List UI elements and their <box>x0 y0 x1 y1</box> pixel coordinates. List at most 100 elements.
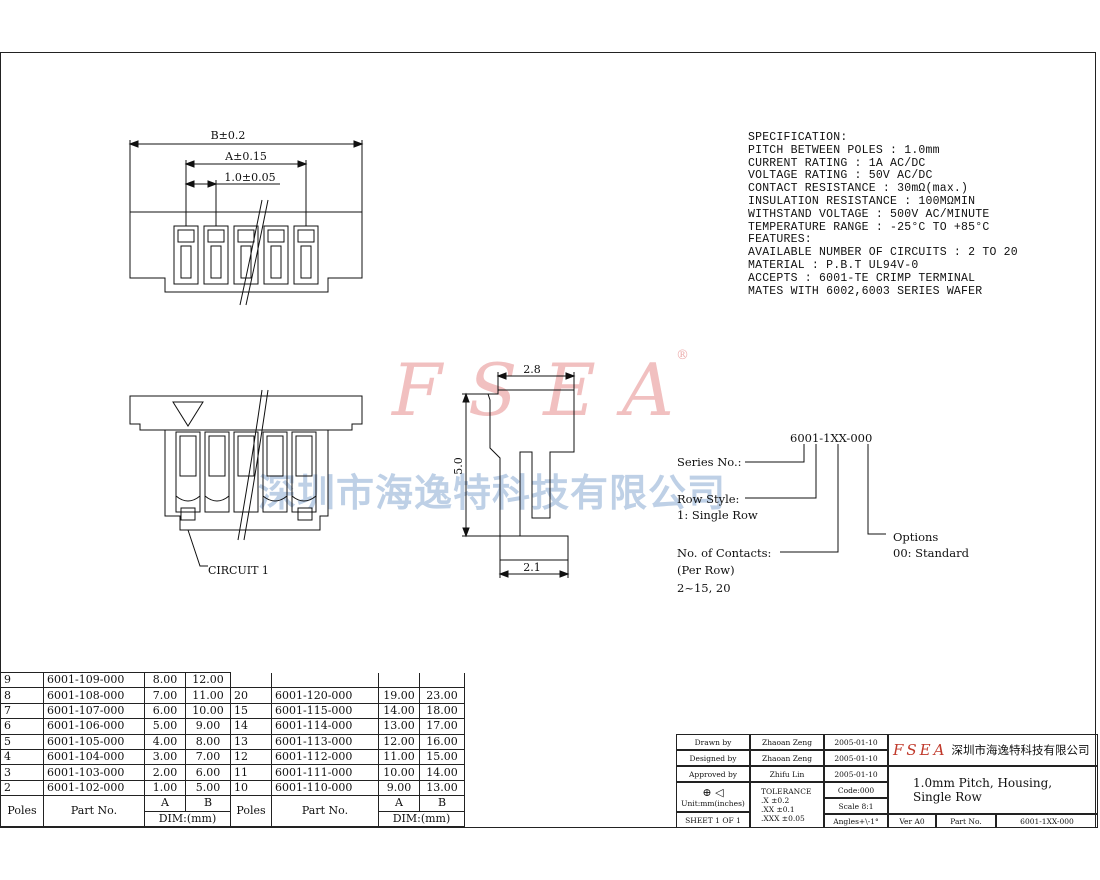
circuit-1-label: CIRCUIT 1 <box>208 564 269 577</box>
table-cell: 2 <box>0 779 44 797</box>
units-label: Unit:mm(inches) <box>681 798 745 808</box>
per-row-label: (Per Row) <box>677 563 735 577</box>
drawn-date: 2005-01-10 <box>824 734 888 750</box>
spec-line: AVAILABLE NUMBER OF CIRCUITS : 2 TO 20 <box>748 246 1018 260</box>
table-cell <box>378 672 420 689</box>
table-header-part-no: Part No. <box>271 795 379 827</box>
table-cell: 12 <box>230 748 272 766</box>
designed-date: 2005-01-10 <box>824 750 888 766</box>
table-cell: 6.00 <box>185 764 231 781</box>
table-cell: 20 <box>230 687 272 704</box>
table-cell: 5 <box>0 733 44 750</box>
contacts-label: No. of Contacts: <box>677 546 772 560</box>
scale-label: Scale 8:1 <box>824 798 888 814</box>
table-cell <box>419 672 465 689</box>
tolerance-label: TOLERANCE <box>761 787 812 796</box>
units-cell: ⊕ ◁ Unit:mm(inches) <box>676 782 750 812</box>
part-no-label: Part No. <box>936 814 996 828</box>
table-cell: 6001-115-000 <box>271 702 379 720</box>
front-view <box>129 389 363 567</box>
table-header-b: B <box>185 795 231 812</box>
table-cell: 13.00 <box>378 718 420 735</box>
spec-line: ACCEPTS : 6001-TE CRIMP TERMINAL <box>748 271 976 285</box>
table-cell: 6001-104-000 <box>43 748 145 766</box>
row-style-value: 1: Single Row <box>677 508 758 522</box>
spec-line: TEMPERATURE RANGE : -25°C TO +85°C <box>748 220 990 234</box>
table-cell: 6001-113-000 <box>271 733 379 750</box>
table-cell: 6001-108-000 <box>43 687 145 704</box>
table-cell: 17.00 <box>419 718 465 735</box>
part-no-value: 6001-1XX-000 <box>996 814 1098 828</box>
table-cell: 6001-102-000 <box>43 779 145 797</box>
contacts-range: 2~15, 20 <box>677 581 731 595</box>
designed-by-name: Zhaoan Zeng <box>750 750 824 766</box>
table-cell: 4 <box>0 748 44 766</box>
table-cell: 18.00 <box>419 702 465 720</box>
table-cell: 6001-114-000 <box>271 718 379 735</box>
spec-line: SPECIFICATION: <box>748 131 848 144</box>
code-label: Code:000 <box>824 782 888 798</box>
company-watermark: 深圳市海逸特科技有限公司 <box>258 471 727 515</box>
table-cell: 15.00 <box>419 748 465 766</box>
table-cell: 6001-111-000 <box>271 764 379 781</box>
drawn-by-label: Drawn by <box>676 734 750 750</box>
table-cell: 6001-107-000 <box>43 702 145 720</box>
table-cell: 6 <box>0 718 44 735</box>
version-label: Ver A0 <box>888 814 936 828</box>
table-cell: 1.00 <box>144 779 186 797</box>
options-value: 00: Standard <box>893 546 970 560</box>
table-cell: 11.00 <box>185 687 231 704</box>
top-view <box>128 140 364 306</box>
spec-line: FEATURES: <box>748 233 812 247</box>
angles-label: Angles+\-1° <box>824 814 888 828</box>
part-number-code: 6001-1XX-000 <box>790 431 873 445</box>
table-cell: 10.00 <box>378 764 420 781</box>
options-label: Options <box>893 530 939 544</box>
table-cell: 6001-109-000 <box>43 671 145 689</box>
dim-width-label: 2.8 <box>523 363 541 376</box>
drawn-by-name: Zhaoan Zeng <box>750 734 824 750</box>
side-view <box>462 372 576 578</box>
table-cell: 15 <box>230 702 272 720</box>
spec-line: MATERIAL : P.B.T UL94V-0 <box>748 258 919 272</box>
table-cell: 7.00 <box>185 748 231 766</box>
table-cell: 12.00 <box>185 671 231 689</box>
table-header-a: A <box>378 795 420 812</box>
table-cell: 6001-103-000 <box>43 764 145 781</box>
specification-block: SPECIFICATION:PITCH BETWEEN POLES : 1.0m… <box>748 131 1018 298</box>
table-header-row: DIM:(mm)DIM:(mm) <box>1 810 465 827</box>
spec-line: MATES WITH 6002,6003 SERIES WAFER <box>748 284 983 298</box>
fsea-logo: FSEA <box>893 741 948 759</box>
tolerance-x: .X ±0.2 <box>761 796 790 805</box>
callout-lines <box>745 444 886 553</box>
series-no-label: Series No.: <box>677 455 742 469</box>
table-header-a: A <box>144 795 186 812</box>
title-line-1: 1.0mm Pitch, Housing, <box>913 776 1053 790</box>
table-cell: 11 <box>230 764 272 781</box>
table-cell: 6001-105-000 <box>43 733 145 750</box>
table-header-b: B <box>419 795 465 812</box>
table-cell: 14 <box>230 718 272 735</box>
table-cell: 8.00 <box>185 733 231 750</box>
drawing-border <box>0 52 1096 828</box>
table-cell: 2.00 <box>144 764 186 781</box>
table-cell: 5.00 <box>144 718 186 735</box>
company-cell: FSEA 深圳市海逸特科技有限公司 <box>888 734 1098 766</box>
table-cell: 14.00 <box>378 702 420 720</box>
table-cell: 10 <box>230 779 272 797</box>
spec-line: VOLTAGE RATING : 50V AC/DC <box>748 169 933 183</box>
table-cell <box>230 672 272 689</box>
table-cell: 12.00 <box>378 733 420 750</box>
projection-symbol-icon: ⊕ ◁ <box>702 785 724 799</box>
table-cell: 13 <box>230 733 272 750</box>
table-cell: 6001-112-000 <box>271 748 379 766</box>
